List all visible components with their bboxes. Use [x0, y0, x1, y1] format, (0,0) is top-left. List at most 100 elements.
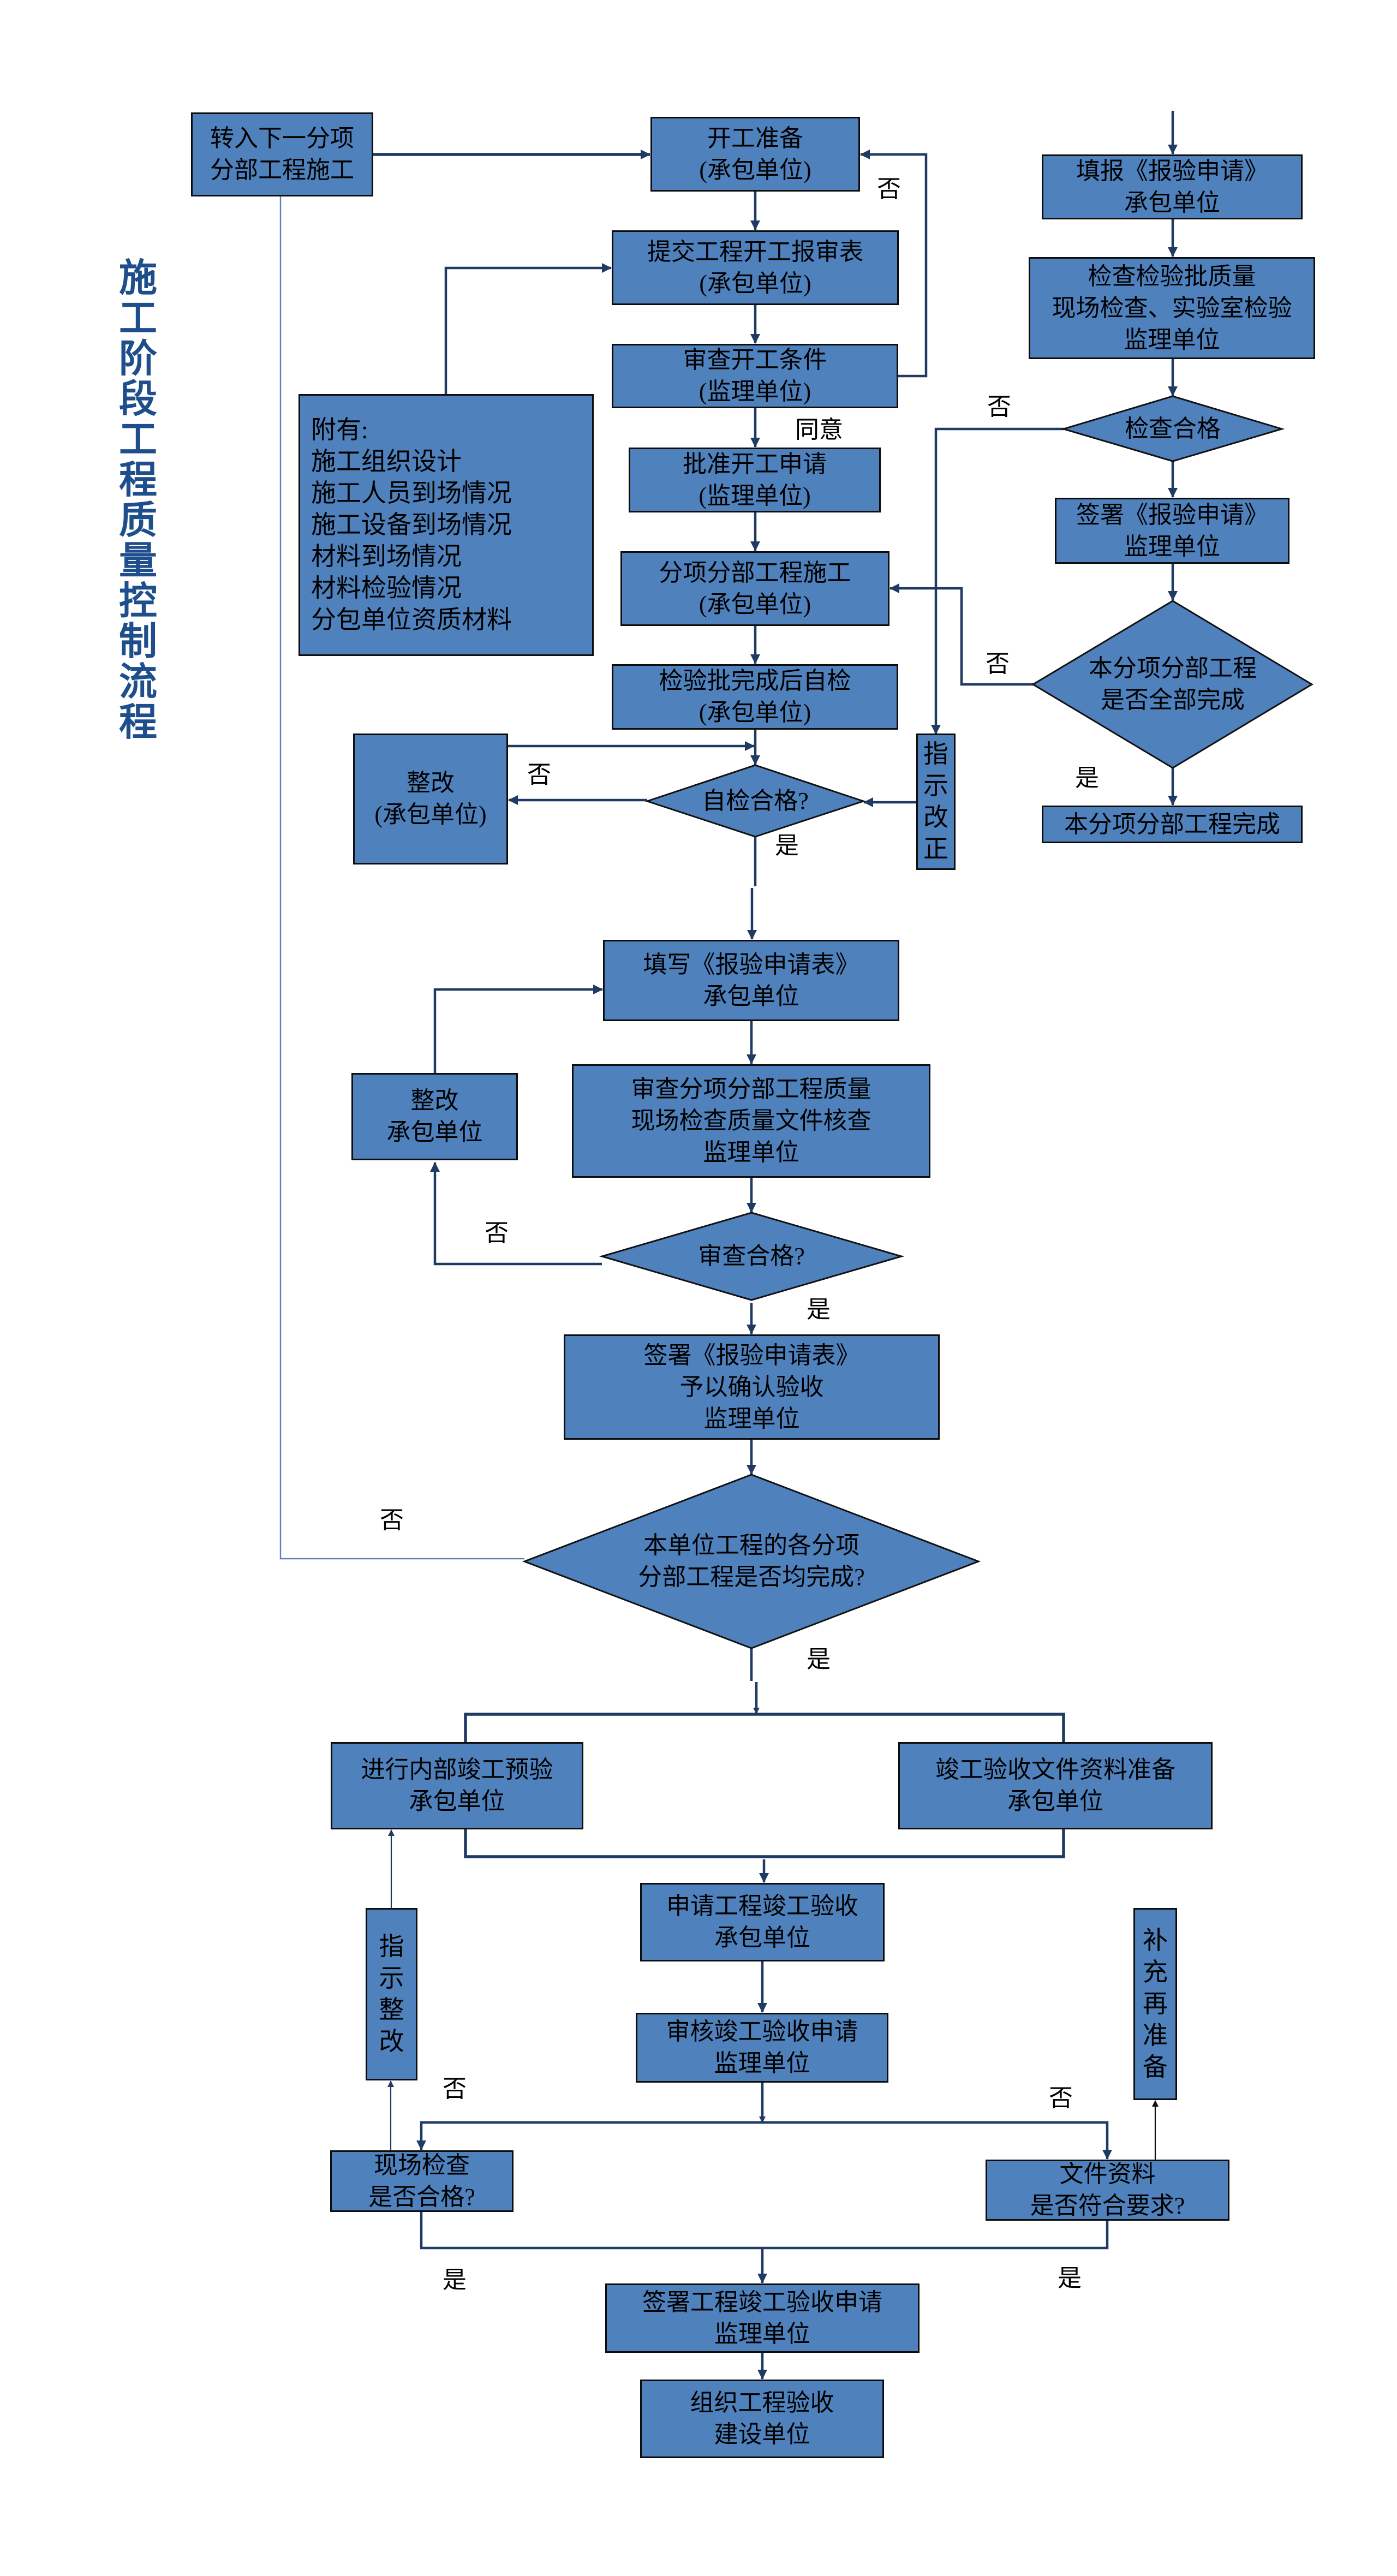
decision-unit-all-done-text: 本单位工程的各分项 分部工程是否均完成? — [638, 1530, 865, 1593]
node-line: (承包单位) — [699, 270, 811, 297]
node-fill-inspection-request: 填报《报验申请》 承包单位 — [1042, 154, 1303, 219]
node-organize-acceptance: 组织工程验收 建设单位 — [640, 2380, 884, 2458]
attachment-item: 施工设备到场情况 — [311, 511, 512, 539]
node-self-check: 检验批完成后自检 (承包单位) — [612, 664, 898, 730]
node-line: 现场检查、实验室检验 — [1052, 294, 1292, 321]
node-line: 予以确认验收 — [679, 1373, 824, 1400]
node-line: (承包单位) — [699, 156, 811, 183]
node-line: 分部工程施工 — [210, 157, 354, 183]
arrow-check-fail-to-instruct-correct — [931, 427, 1064, 735]
node-vertical-text: 指示整改 — [379, 1933, 404, 2055]
node-instruct-rectify: 指示整改 — [366, 1908, 417, 2080]
node-line: 本分项分部工程完成 — [1064, 810, 1280, 838]
node-line: 自检合格? — [702, 788, 809, 814]
page-title: 施工阶段工程质量控制流程 — [119, 258, 157, 744]
node-line: 进行内部竣工预验 — [361, 1756, 553, 1783]
attachments-heading: 附有: — [311, 416, 368, 444]
node-next-subitem: 转入下一分项 分部工程施工 — [191, 112, 373, 196]
node-internal-pre-acceptance: 进行内部竣工预验 承包单位 — [331, 1742, 583, 1829]
line-branch-top — [464, 1713, 1065, 1742]
node-docs-meet-requirements: 文件资料 是否符合要求? — [986, 2160, 1229, 2221]
attachment-item: 分包单位资质材料 — [311, 606, 512, 634]
node-review-start-conditions: 审查开工条件 (监理单位) — [612, 344, 898, 408]
node-line: 签署《报验申请表》 — [643, 1341, 860, 1369]
node-attachments: 附有: 施工组织设计 施工人员到场情况 施工设备到场情况 材料到场情况 材料检验… — [298, 394, 594, 656]
node-line: (承包单位) — [374, 801, 487, 828]
edge-label-review-pass-no: 否 — [485, 1220, 509, 1247]
node-subitem-construction: 分项分部工程施工 (承包单位) — [620, 551, 889, 626]
arrow-branch-to-site-check — [416, 2121, 762, 2150]
arrow-review-conditions-no-loop — [860, 150, 928, 378]
decision-check-pass — [1060, 395, 1285, 462]
node-line: 承包单位 — [714, 1924, 810, 1951]
node-line: 整改 — [410, 1087, 459, 1114]
node-line: 本单位工程的各分项 — [643, 1532, 859, 1559]
node-line: 承包单位 — [1124, 189, 1220, 216]
node-line: 承包单位 — [703, 982, 799, 1010]
node-line: 监理单位 — [714, 2050, 810, 2077]
node-line: 签署《报验申请》 — [1076, 501, 1268, 528]
node-line: (监理单位) — [698, 482, 811, 509]
node-line: 监理单位 — [703, 1139, 799, 1166]
node-line: 现场检查质量文件核查 — [631, 1107, 871, 1134]
node-line: 检查合格 — [1125, 415, 1221, 442]
edge-label-unit-all-done-yes: 是 — [807, 1646, 831, 1673]
node-supplement-prepare: 补充再准备 — [1133, 1908, 1177, 2100]
node-line: 审查分项分部工程质量 — [631, 1076, 871, 1102]
node-line: 监理单位 — [1124, 326, 1220, 353]
node-line: 建设单位 — [714, 2421, 810, 2448]
decision-review-pass — [599, 1212, 905, 1301]
node-line: 是否合格? — [368, 2183, 475, 2210]
node-line: 是否符合要求? — [1030, 2192, 1185, 2219]
arrow-rectify-to-fill-form — [433, 985, 603, 1073]
node-inspect-batch-quality: 检查检验批质量 现场检查、实验室检验 监理单位 — [1029, 257, 1315, 359]
node-sign-completion-application: 签署工程竣工验收申请 监理单位 — [605, 2283, 920, 2353]
node-sign-inspection-form: 签署《报验申请表》 予以确认验收 监理单位 — [564, 1334, 940, 1440]
node-line: 签署工程竣工验收申请 — [642, 2288, 882, 2316]
node-line: 承包单位 — [1007, 1788, 1103, 1815]
attachment-item: 施工组织设计 — [311, 448, 462, 475]
arrow-not-done-to-construction — [889, 583, 1033, 686]
decision-unit-all-done — [522, 1474, 981, 1649]
node-line: 分项分部工程施工 — [659, 559, 851, 586]
node-review-completion-application: 审核竣工验收申请 监理单位 — [636, 2013, 888, 2083]
node-subitem-complete: 本分项分部工程完成 — [1042, 806, 1303, 843]
edge-label-docs-check-no: 否 — [1049, 2085, 1073, 2112]
node-instruct-correct: 指示改正 — [916, 734, 956, 870]
node-line: 监理单位 — [703, 1405, 800, 1432]
node-line: 是否全部完成 — [1101, 687, 1245, 713]
node-review-subitem-quality: 审查分项分部工程质量 现场检查质量文件核查 监理单位 — [572, 1064, 930, 1178]
edge-label-subitem-all-done-yes: 是 — [1075, 765, 1099, 791]
node-fill-inspection-form: 填写《报验申请表》 承包单位 — [603, 940, 899, 1021]
attachment-item: 材料到场情况 — [311, 542, 462, 570]
line-unit-not-done-loop — [279, 196, 524, 1560]
edge-label-review-pass-yes: 是 — [807, 1296, 831, 1323]
node-line: 申请工程竣工验收 — [666, 1893, 858, 1919]
node-completion-docs-prep: 竣工验收文件资料准备 承包单位 — [898, 1742, 1213, 1829]
node-line: 审查开工条件 — [683, 347, 827, 373]
decision-check-pass-text: 检查合格 — [1125, 413, 1221, 445]
edge-label-self-check-yes: 是 — [775, 832, 799, 859]
node-submit-start-form: 提交工程开工报审表 (承包单位) — [612, 230, 899, 305]
node-line: 组织工程验收 — [690, 2389, 834, 2416]
node-approve-start: 批准开工申请 (监理单位) — [629, 448, 881, 512]
line-checks-merge — [420, 2212, 1109, 2250]
node-line: 填报《报验申请》 — [1076, 157, 1268, 184]
node-line: 竣工验收文件资料准备 — [935, 1756, 1175, 1783]
decision-self-check-pass-text: 自检合格? — [702, 785, 809, 817]
arrow-self-check-yes-to-fill-form — [752, 837, 755, 939]
node-sign-inspection-request: 签署《报验申请》 监理单位 — [1055, 498, 1289, 564]
node-rectify-contractor-2: 整改 承包单位 — [351, 1073, 518, 1160]
node-line: 填写《报验申请表》 — [643, 951, 859, 978]
decision-subitem-all-done — [1031, 600, 1314, 769]
node-vertical-text: 补充再准备 — [1143, 1927, 1168, 2081]
node-line: (承包单位) — [698, 591, 811, 618]
node-line: 监理单位 — [1124, 533, 1220, 560]
arrow-branch-to-docs-check — [762, 2121, 1112, 2160]
node-line: 开工准备 — [707, 124, 803, 152]
node-line: 分部工程是否均完成? — [638, 1564, 865, 1590]
node-line: 承包单位 — [409, 1788, 505, 1815]
decision-self-check-pass — [644, 764, 866, 838]
arrow-attachments-to-submit — [444, 263, 612, 394]
